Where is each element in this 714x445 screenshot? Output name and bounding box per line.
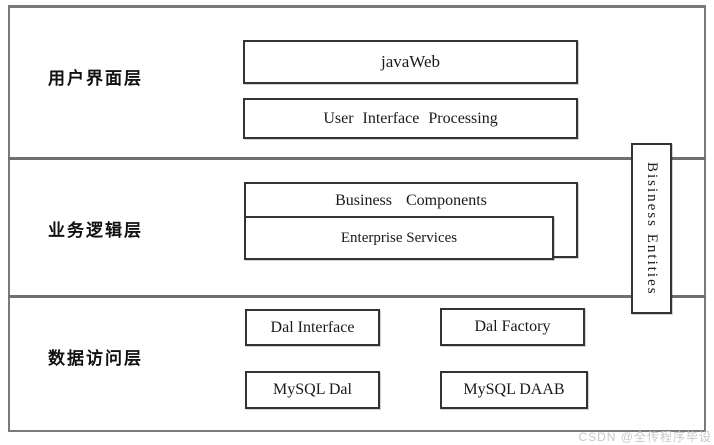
box-enterprise-services: Enterprise Services bbox=[244, 216, 554, 260]
box-javaweb: javaWeb bbox=[243, 40, 578, 84]
box-user-interface-processing-label: User Interface Processing bbox=[323, 109, 498, 127]
box-javaweb-label: javaWeb bbox=[380, 52, 441, 71]
box-mysql-dal: MySQL Dal bbox=[245, 371, 380, 409]
box-dal-factory-label: Dal Factory bbox=[474, 318, 551, 335]
box-business-entities: Bisiness Entities bbox=[631, 143, 672, 314]
box-dal-interface-label: Dal Interface bbox=[270, 318, 355, 336]
box-business-entities-label: Bisiness Entities bbox=[644, 161, 660, 296]
box-user-interface-processing: User Interface Processing bbox=[243, 98, 578, 139]
box-mysql-daab-label: MySQL DAAB bbox=[463, 381, 565, 398]
box-dal-interface: Dal Interface bbox=[245, 309, 380, 346]
box-mysql-dal-label: MySQL Dal bbox=[273, 381, 352, 398]
box-dal-factory: Dal Factory bbox=[440, 308, 585, 346]
box-enterprise-services-label: Enterprise Services bbox=[340, 229, 458, 246]
layer-divider-top bbox=[8, 157, 706, 160]
box-business-components-label: Business Components bbox=[335, 192, 487, 209]
csdn-watermark: CSDN @全传程序毕设 bbox=[578, 430, 712, 444]
layer-divider-bottom bbox=[8, 295, 706, 298]
layer-label-user-interface: 用户界面层 bbox=[48, 69, 143, 88]
layer-label-data-access: 数据访问层 bbox=[48, 349, 143, 368]
layer-label-business-logic: 业务逻辑层 bbox=[48, 221, 143, 240]
box-mysql-daab: MySQL DAAB bbox=[440, 371, 588, 409]
